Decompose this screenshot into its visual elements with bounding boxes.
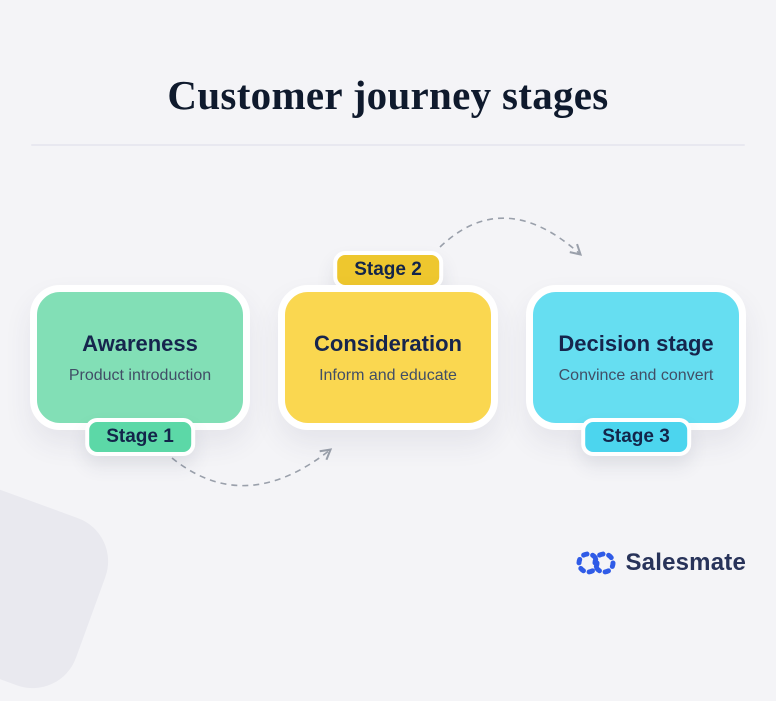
connector-arrow-stage2-to-stage3: [439, 217, 583, 256]
stage-title: Awareness: [82, 330, 198, 356]
stage-card-awareness: Awareness Product introduction: [30, 285, 250, 430]
salesmate-logo-text: Salesmate: [625, 549, 746, 576]
stage-card-decision: Decision stage Convince and convert: [526, 285, 746, 430]
stage-title: Consideration: [314, 330, 462, 356]
stage-awareness: Awareness Product introduction Stage 1: [30, 285, 250, 456]
stage-badge-3: Stage 3: [581, 418, 691, 456]
stage-badge-2: Stage 2: [333, 251, 443, 289]
title-divider: [31, 144, 745, 146]
stage-description: Inform and educate: [319, 366, 457, 384]
stage-consideration: Consideration Inform and educate Stage 2: [278, 251, 498, 430]
chain-links-icon: [576, 551, 616, 575]
salesmate-logo: Salesmate: [576, 549, 746, 577]
stage-decision: Decision stage Convince and convert Stag…: [526, 285, 746, 456]
stage-title: Decision stage: [558, 330, 714, 356]
connector-arrow-stage1-to-stage2: [171, 448, 333, 487]
corner-decoration-blob: [0, 472, 122, 701]
page-title: Customer journey stages: [167, 72, 609, 119]
stage-card-consideration: Consideration Inform and educate: [278, 285, 498, 430]
stage-description: Product introduction: [68, 366, 212, 384]
stage-badge-1: Stage 1: [85, 418, 195, 456]
stage-description: Convince and convert: [558, 366, 714, 384]
